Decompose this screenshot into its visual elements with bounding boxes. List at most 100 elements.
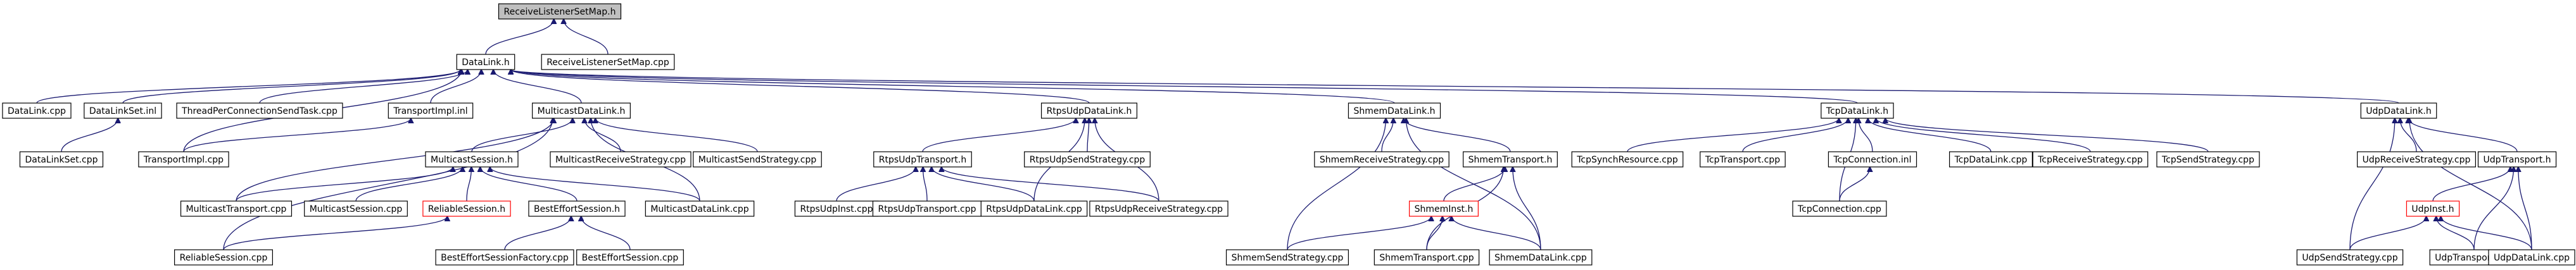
node-besteffortsession-h[interactable]: BestEffortSession.h (528, 200, 626, 217)
node-box (1821, 102, 1894, 119)
node-rtpsudprecvstrat-cpp[interactable]: RtpsUdpReceiveStrategy.cpp (1089, 200, 1228, 217)
edge-rtpsudprecvstrat-cpp-to-rtpsudptransport-h (942, 167, 1159, 202)
node-rtpsudpdatalink-h[interactable]: RtpsUdpDataLink.h (1040, 102, 1138, 119)
node-tcpdatalink-cpp[interactable]: TcpDataLink.cpp (1949, 151, 2033, 168)
node-datalinkset-inl[interactable]: DataLinkSet.inl (84, 102, 162, 119)
node-box (176, 102, 343, 119)
node-label: ShmemInst.h (1415, 204, 1474, 214)
node-box (1489, 249, 1593, 266)
node-shmemrecvstrat-cpp[interactable]: ShmemReceiveStrategy.cpp (1314, 151, 1449, 168)
edge-mcastdatalink-h-to-datalink-h (493, 70, 582, 104)
node-mcastsession-h[interactable]: MulticastSession.h (425, 151, 519, 168)
edge-udpdatalink-h-to-datalink-h (511, 70, 2399, 104)
node-mcastsession-cpp[interactable]: MulticastSession.cpp (304, 200, 408, 217)
node-label: MulticastTransport.cpp (186, 204, 287, 214)
node-label: MulticastDataLink.cpp (650, 204, 748, 214)
node-reliablesession-h[interactable]: ReliableSession.h (422, 200, 511, 217)
node-tcpconnection-inl[interactable]: TcpConnection.inl (1828, 151, 1917, 168)
node-rlsm-cpp[interactable]: ReceiveListenerSetMap.cpp (541, 54, 675, 70)
node-rtpsudptransport-h[interactable]: RtpsUdpTransport.h (873, 151, 972, 168)
node-label: UdpDataLink.cpp (2494, 253, 2570, 263)
edge-mcastsession-cpp-to-mcastsession-h (355, 167, 462, 202)
node-label: ReceiveListenerSetMap.h (504, 7, 616, 17)
node-label: ReceiveListenerSetMap.cpp (546, 58, 669, 68)
node-reliablesession-cpp[interactable]: ReliableSession.cpp (174, 249, 273, 266)
node-mcastrecvstrat-cpp[interactable]: MulticastReceiveStrategy.cpp (550, 151, 691, 168)
node-box (2156, 151, 2260, 168)
node-mcastdatalink-cpp[interactable]: MulticastDataLink.cpp (645, 200, 755, 217)
edge-rtpsudpinst-cpp-to-rtpsudptransport-h (836, 167, 916, 202)
node-besteffortsessionfactory-cpp[interactable]: BestEffortSessionFactory.cpp (435, 249, 574, 266)
node-rtpsudpinst-cpp[interactable]: RtpsUdpInst.cpp (794, 200, 879, 217)
node-udprecvstrat-cpp[interactable]: UdpReceiveStrategy.cpp (2357, 151, 2476, 168)
node-mcastsendstrat-cpp[interactable]: MulticastSendStrategy.cpp (693, 151, 822, 168)
node-label: TcpConnection.inl (1833, 155, 1911, 165)
node-tcprecvstrat-cpp[interactable]: TcpReceiveStrategy.cpp (2032, 151, 2149, 168)
node-rtpsudpdatalink-cpp[interactable]: RtpsUdpDataLink.cpp (980, 200, 1088, 217)
node-label: ThreadPerConnectionSendTask.cpp (181, 106, 338, 116)
node-udpdatalink-cpp[interactable]: UdpDataLink.cpp (2488, 249, 2575, 266)
node-label: UdpTransport.h (2483, 155, 2551, 165)
node-mcasttransport-cpp[interactable]: MulticastTransport.cpp (180, 200, 293, 217)
node-shmemtransport-h[interactable]: ShmemTransport.h (1463, 151, 1558, 168)
edge-reliablesession-cpp-to-mcastdatalink-h (223, 118, 553, 250)
node-datalink-cpp[interactable]: DataLink.cpp (2, 102, 72, 119)
node-tcpsynchres-cpp[interactable]: TcpSynchResource.cpp (1571, 151, 1684, 168)
node-shmemsendstrat-cpp[interactable]: ShmemSendStrategy.cpp (1225, 249, 1349, 266)
node-box (1314, 151, 1449, 168)
edge-tpcst-cpp-to-datalink-h (259, 70, 467, 104)
node-shmeminst-h[interactable]: ShmemInst.h (1409, 200, 1479, 217)
node-datalink-h[interactable]: DataLink.h (456, 54, 515, 70)
node-udptransport-h[interactable]: UdpTransport.h (2477, 151, 2557, 168)
node-besteffortsession-cpp[interactable]: BestEffortSession.cpp (576, 249, 684, 266)
node-box (2360, 102, 2437, 119)
node-tpcst-cpp[interactable]: ThreadPerConnectionSendTask.cpp (176, 102, 343, 119)
node-label: RtpsUdpReceiveStrategy.cpp (1095, 204, 1223, 214)
node-shmemdatalink-h[interactable]: ShmemDataLink.h (1348, 102, 1441, 119)
node-box (2477, 151, 2557, 168)
edge-mcastsendstrat-cpp-to-mcastdatalink-h (595, 118, 758, 152)
node-label: TcpDataLink.h (1826, 106, 1888, 116)
node-label: ShmemTransport.cpp (1379, 253, 1474, 263)
edge-udpsendstrat-cpp-to-udpdatalink-h (2349, 118, 2395, 250)
edge-reliablesession-cpp-to-reliablesession-h (223, 216, 447, 250)
node-tcpconnection-cpp[interactable]: TcpConnection.cpp (1792, 200, 1887, 217)
node-box (388, 102, 474, 119)
edge-rlsm-cpp-to-root (564, 19, 609, 55)
node-label: BestEffortSession.cpp (582, 253, 679, 263)
node-shmemdatalink-cpp[interactable]: ShmemDataLink.cpp (1489, 249, 1593, 266)
edge-mcastrecvstrat-cpp-to-mcastdatalink-h (584, 118, 621, 152)
node-mcastdatalink-h[interactable]: MulticastDataLink.h (532, 102, 631, 119)
edge-reliablesession-h-to-mcastsession-h (466, 167, 471, 202)
node-label: ShmemTransport.h (1468, 155, 1553, 165)
node-datalinkset-cpp[interactable]: DataLinkSet.cpp (19, 151, 104, 168)
node-tcpsendstrat-cpp[interactable]: TcpSendStrategy.cpp (2156, 151, 2260, 168)
node-box (304, 200, 408, 217)
edge-datalinkset-cpp-to-datalinkset-inl (61, 118, 118, 152)
node-label: TcpDataLink.cpp (1954, 155, 2028, 165)
node-box (435, 249, 574, 266)
graph-edges (36, 19, 2532, 250)
node-rtpsudptransport-cpp[interactable]: RtpsUdpTransport.cpp (872, 200, 982, 217)
node-udpdatalink-h[interactable]: UdpDataLink.h (2360, 102, 2437, 119)
node-shmemtransport-cpp[interactable]: ShmemTransport.cpp (1373, 249, 1480, 266)
edge-rtpsudpsendstrat-cpp-to-rtpsudpdatalink-h (1087, 118, 1089, 152)
node-tcptransport-cpp[interactable]: TcpTransport.cpp (1700, 151, 1786, 168)
edge-tcpsynchres-cpp-to-tcpdatalink-h (1627, 118, 1839, 152)
node-box (1024, 151, 1151, 168)
node-tcpdatalink-h[interactable]: TcpDataLink.h (1821, 102, 1894, 119)
edge-datalink-cpp-to-datalink-h (36, 70, 460, 104)
node-label: BestEffortSession.h (534, 204, 620, 214)
node-box (1949, 151, 2033, 168)
node-box (693, 151, 822, 168)
node-label: UdpInst.h (2411, 204, 2454, 214)
node-transportimpl-inl[interactable]: TransportImpl.inl (388, 102, 474, 119)
node-rtpsudpsendstrat-cpp[interactable]: RtpsUdpSendStrategy.cpp (1024, 151, 1151, 168)
node-udpinst-h[interactable]: UdpInst.h (2406, 200, 2460, 217)
edge-tcpdatalink-cpp-to-tcpdatalink-h (1868, 118, 1992, 152)
edge-mcastsession-h-to-mcastdatalink-h (471, 118, 572, 152)
node-udpsendstrat-cpp[interactable]: UdpSendStrategy.cpp (2296, 249, 2404, 266)
node-transportimpl-cpp[interactable]: TransportImpl.cpp (138, 151, 229, 168)
node-root[interactable]: ReceiveListenerSetMap.h (498, 3, 622, 20)
